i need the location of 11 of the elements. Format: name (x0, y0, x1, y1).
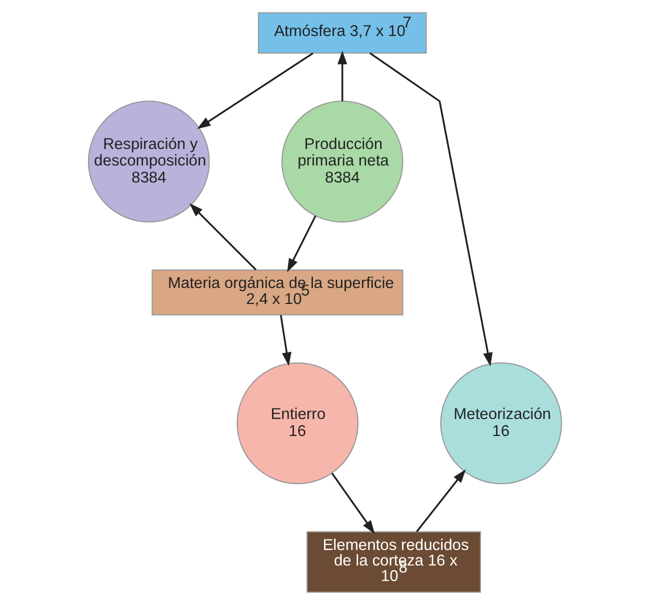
arrow (331, 472, 375, 534)
arrow (196, 52, 314, 130)
arrow (369, 52, 493, 366)
arrow (189, 203, 257, 270)
node-circle: Respiración y descomposición 8384 (88, 100, 210, 223)
node-circle: Producción primaria neta 8384 (281, 100, 404, 223)
arrow (416, 469, 466, 532)
arrow (287, 215, 316, 272)
arrow (338, 50, 348, 102)
arrow (280, 314, 292, 366)
node-circle: Entierro 16 (236, 362, 359, 484)
